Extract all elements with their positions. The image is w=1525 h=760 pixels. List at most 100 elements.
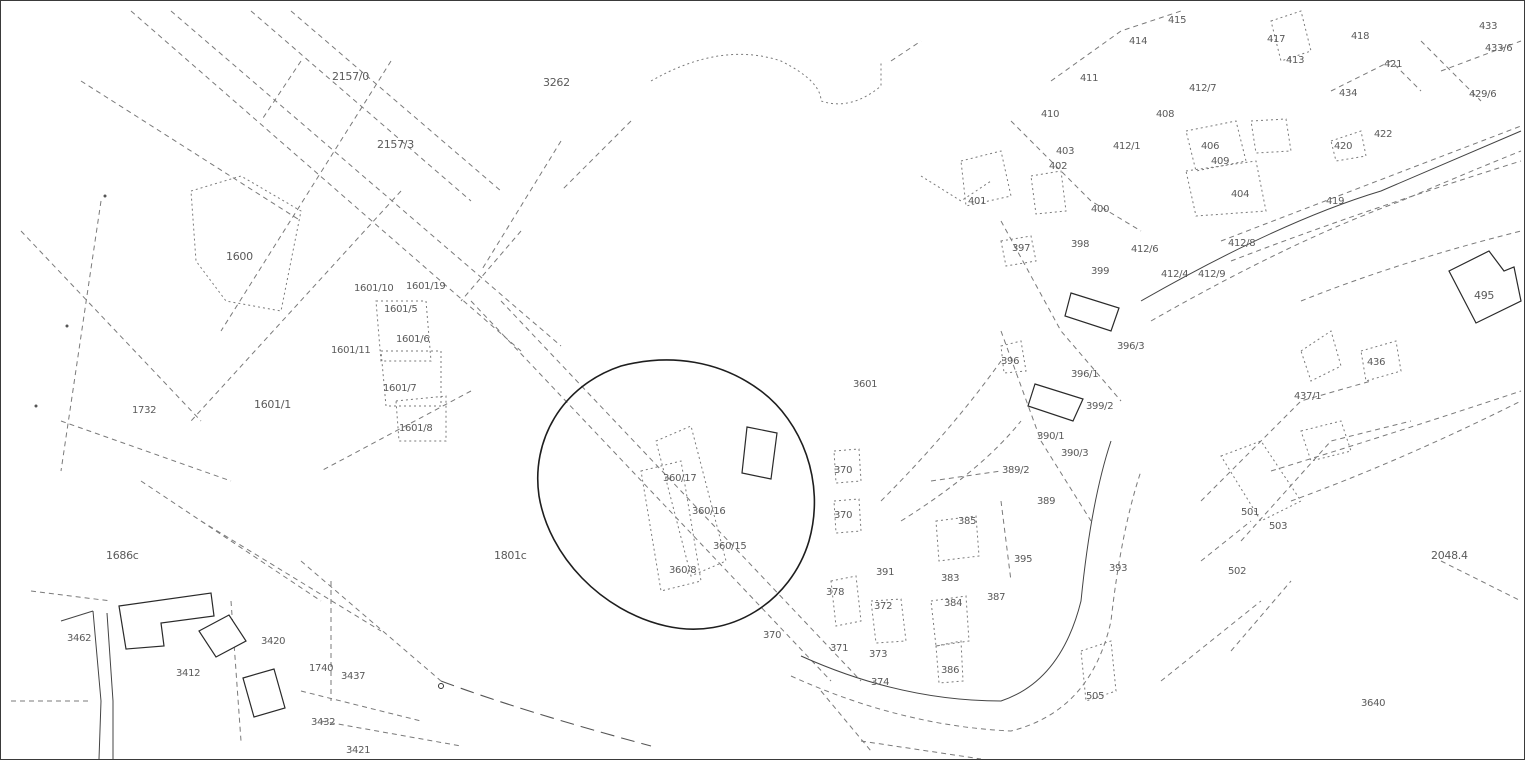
parcel-label: 1601/8 [399, 423, 433, 434]
parcel-label: 400 [1091, 204, 1110, 215]
parcel-label: 1601/1 [254, 398, 291, 411]
parcel-label: 378 [826, 587, 845, 598]
parcel-label: 502 [1228, 566, 1247, 577]
parcel-label: 3420 [261, 636, 286, 647]
parcel-label: 1601/7 [383, 383, 417, 394]
parcel-label: 3601 [853, 379, 878, 390]
parcel-label: 2048.4 [1431, 549, 1468, 562]
parcel-label: 370 [834, 465, 853, 476]
parcel-label: 370 [834, 510, 853, 521]
parcel-label: 3462 [67, 633, 92, 644]
parcel-label: 395 [1014, 554, 1033, 565]
parcel-label: 409 [1211, 156, 1230, 167]
parcel-label: 391 [876, 567, 895, 578]
parcel-label: 385 [958, 516, 977, 527]
parcel-label: 414 [1129, 36, 1148, 47]
parcel-label: 384 [944, 598, 963, 609]
parcel-label: 501 [1241, 507, 1260, 518]
parcel-label: 1601/11 [331, 345, 371, 356]
parcel-label: 383 [941, 573, 960, 584]
parcel-label: 3432 [311, 717, 336, 728]
road-lines-left [11, 10, 922, 747]
parcel-label: 422 [1374, 129, 1393, 140]
parcel-label: 399/2 [1086, 401, 1114, 412]
parcel-label: 429/6 [1469, 89, 1497, 100]
parcel-label: 360/16 [692, 506, 726, 517]
parcel-label: 412/1 [1113, 141, 1141, 152]
parcel-label: 412/4 [1161, 269, 1189, 280]
parcel-label: 420 [1334, 141, 1353, 152]
parcel-label: 418 [1351, 31, 1370, 42]
parcel-label: 389 [1037, 496, 1056, 507]
parcel-label: 390/1 [1037, 431, 1065, 442]
parcel-label: 402 [1049, 161, 1068, 172]
parcel-label: 412/8 [1228, 238, 1256, 249]
parcel-label: 2157/3 [377, 138, 414, 151]
parcel-label: 372 [874, 601, 893, 612]
parcel-label: 1601/10 [354, 283, 394, 294]
building-outlines-left [190, 175, 727, 592]
parcel-label: 1601/6 [396, 334, 430, 345]
parcel-label: 403 [1056, 146, 1075, 157]
parcel-label: 398 [1071, 239, 1090, 250]
parcel-label: 495 [1474, 289, 1495, 302]
parcel-label: 1801c [494, 549, 527, 562]
parcel-label: 387 [987, 592, 1006, 603]
parcel-label: 389/2 [1002, 465, 1030, 476]
building-outlines-right [830, 10, 1402, 702]
parcel-label: 374 [871, 677, 890, 688]
parcel-label: 1732 [132, 405, 157, 416]
parcel-label: 396/3 [1117, 341, 1145, 352]
parcel-label: 401 [968, 196, 987, 207]
parcel-label: 412/7 [1189, 83, 1217, 94]
parcel-label: 404 [1231, 189, 1250, 200]
parcel-label: 390/3 [1061, 448, 1089, 459]
buildings [118, 250, 1522, 718]
highlight-ellipse [537, 359, 816, 630]
parcel-label: 399 [1091, 266, 1110, 277]
parcel-label: 3421 [346, 745, 371, 756]
parcel-label: 436 [1367, 357, 1386, 368]
parcel-label: 1601/19 [406, 281, 446, 292]
parcel-label: 1601/5 [384, 304, 418, 315]
road-lines-right [790, 10, 1522, 759]
parcel-label: 396/1 [1071, 369, 1099, 380]
parcel-label: 3262 [543, 76, 570, 89]
parcel-label: 360/15 [713, 541, 747, 552]
parcel-label: 415 [1168, 15, 1187, 26]
parcel-label: 360/8 [669, 565, 697, 576]
parcel-label: 421 [1384, 59, 1403, 70]
parcel-label: 503 [1269, 521, 1288, 532]
parcel-label: 3640 [1361, 698, 1386, 709]
parcel-label: 373 [869, 649, 888, 660]
parcel-label: 371 [830, 643, 849, 654]
parcel-label: 1686c [106, 549, 139, 562]
parcel-label: 433 [1479, 21, 1498, 32]
parcel-label: 360/17 [663, 473, 697, 484]
parcel-label: 370 [763, 630, 782, 641]
parcel-label: 419 [1326, 196, 1345, 207]
parcel-label: 412/9 [1198, 269, 1226, 280]
parcel-label: 396 [1001, 356, 1020, 367]
parcel-label: 3412 [176, 668, 201, 679]
parcel-label: 413 [1286, 55, 1305, 66]
parcel-label: 505 [1086, 691, 1105, 702]
parcel-label: 433/6 [1485, 43, 1513, 54]
parcel-label: 1600 [226, 250, 253, 263]
parcel-label: 2157/0 [332, 70, 369, 83]
parcel-label: 412/6 [1131, 244, 1159, 255]
parcel-label: 410 [1041, 109, 1060, 120]
parcel-label: 434 [1339, 88, 1358, 99]
parcel-label: 386 [941, 665, 960, 676]
point-markers [34, 194, 444, 689]
parcel-label: 3437 [341, 671, 366, 682]
parcel-label: 408 [1156, 109, 1175, 120]
parcel-label: 411 [1080, 73, 1099, 84]
parcel-label: 406 [1201, 141, 1220, 152]
parcel-label: 417 [1267, 34, 1286, 45]
access-road [60, 610, 114, 759]
parcel-label: 397 [1012, 243, 1031, 254]
parcel-label: 1740 [309, 663, 334, 674]
